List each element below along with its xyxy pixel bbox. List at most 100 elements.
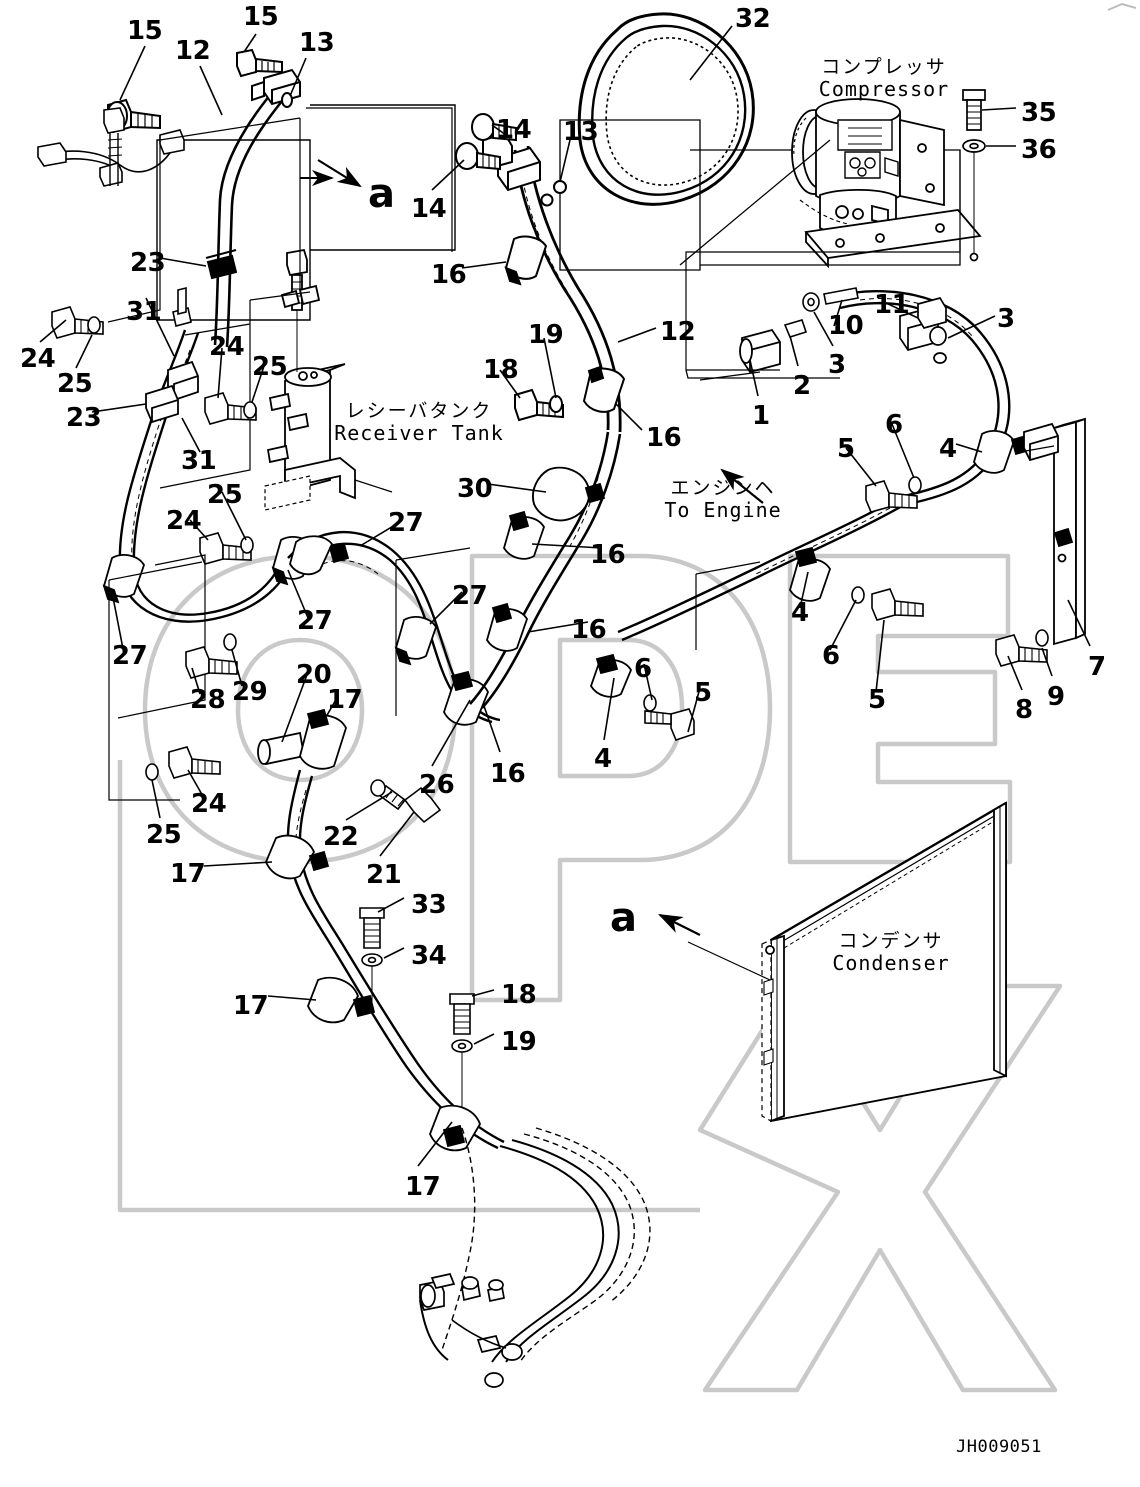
section-letter-a-top: a [368,171,395,217]
callout-number-7: 7 [1088,652,1106,682]
callout-number-25: 25 [57,369,93,399]
callout-number-24: 24 [20,344,56,374]
callout-number-4: 4 [939,434,957,464]
caption-compressor-en: Compressor [818,77,950,102]
callout-number-25: 25 [146,820,182,850]
caption-to-engine-jp: エンジンヘ [670,477,776,499]
hose-assembly-mid-top [455,113,961,433]
callout-number-16: 16 [646,423,682,453]
hose-assembly-lower [265,769,505,1152]
caption-to-engine-en: To Engine [664,498,782,523]
callout-number-6: 6 [822,641,840,671]
callout-number-15: 15 [243,2,279,32]
callout-number-21: 21 [366,860,402,890]
hose-assembly-center [469,431,695,741]
callout-number-31: 31 [126,297,162,327]
callout-number-29: 29 [232,677,268,707]
callout-number-13: 13 [299,28,335,58]
hose-assembly-right [617,287,1086,667]
watermark-opex [117,553,1063,1393]
callout-number-16: 16 [590,540,626,570]
callout-number-27: 27 [112,641,148,671]
callout-number-18: 18 [501,980,537,1010]
callout-number-15: 15 [127,16,163,46]
callout-number-32: 32 [735,4,771,34]
caption-receiver-tank: レシーバタンク Receiver Tank [334,400,504,446]
condenser-body [761,801,1007,1123]
callout-number-4: 4 [791,598,809,628]
callout-number-1: 1 [752,401,770,431]
callout-number-6: 6 [885,410,903,440]
callout-number-9: 9 [1047,682,1065,712]
compressor-body [791,98,982,269]
caption-condenser: コンデンサ Condenser [832,930,949,976]
corner-mark [1107,2,1137,11]
callout-number-27: 27 [297,606,333,636]
hose-bundle-bottom [419,1127,651,1388]
callout-number-6: 6 [634,654,652,684]
callout-number-5: 5 [837,434,855,464]
callout-number-23: 23 [130,248,166,278]
callout-number-19: 19 [528,320,564,350]
callout-number-18: 18 [483,355,519,385]
callout-number-27: 27 [388,508,424,538]
callout-number-14: 14 [496,115,532,145]
callout-number-5: 5 [868,685,886,715]
callout-number-13: 13 [563,117,599,147]
hose-assembly-left-loop [51,286,314,781]
callout-number-16: 16 [431,260,467,290]
caption-condenser-jp: コンデンサ [838,930,944,952]
callout-number-17: 17 [170,859,206,889]
leader-lines [39,25,1091,1167]
callout-number-30: 30 [457,474,493,504]
callout-number-36: 36 [1021,135,1057,165]
callout-number-25: 25 [252,352,288,382]
callout-number-24: 24 [209,332,245,362]
callout-number-34: 34 [411,941,447,971]
callout-number-12: 12 [175,36,211,66]
caption-to-engine: エンジンヘ To Engine [664,477,781,523]
callout-number-33: 33 [411,890,447,920]
callout-number-8: 8 [1015,695,1033,725]
callout-number-31: 31 [181,446,217,476]
section-guides [107,107,1055,801]
callout-number-17: 17 [233,991,269,1021]
callout-number-16: 16 [490,759,526,789]
callout-number-3: 3 [997,304,1015,334]
callout-number-35: 35 [1021,98,1057,128]
callout-number-19: 19 [501,1027,537,1057]
callout-number-11: 11 [874,290,910,320]
callout-number-2: 2 [793,371,811,401]
callout-number-24: 24 [191,789,227,819]
callout-number-5: 5 [694,678,712,708]
caption-compressor-jp: コンプレッサ [821,56,947,78]
callout-number-17: 17 [327,685,363,715]
callout-number-28: 28 [190,685,226,715]
callout-number-24: 24 [166,506,202,536]
callout-number-27: 27 [452,581,488,611]
drive-belt [577,12,755,206]
callout-number-16: 16 [571,615,607,645]
callout-number-23: 23 [66,403,102,433]
caption-receiver-tank-en: Receiver Tank [334,421,504,446]
caption-receiver-tank-jp: レシーバタンク [345,400,493,422]
hose-assembly-mid-loop [185,531,501,824]
callout-number-26: 26 [419,770,455,800]
section-arrows [317,159,840,981]
drawing-number: JH009051 [956,1437,1042,1457]
callout-number-4: 4 [594,744,612,774]
bolt-35-washer-36 [962,89,986,262]
receiver-tank-body [159,248,393,511]
caption-compressor: コンプレッサ Compressor [819,56,949,102]
callout-number-3: 3 [828,350,846,380]
callout-number-25: 25 [207,480,243,510]
callout-number-20: 20 [296,660,332,690]
callout-number-22: 22 [323,822,359,852]
caption-condenser-en: Condenser [832,951,950,976]
section-letter-a-bottom: a [610,895,637,941]
callout-number-10: 10 [828,311,864,341]
callout-number-17: 17 [405,1172,441,1202]
callout-number-12: 12 [660,317,696,347]
